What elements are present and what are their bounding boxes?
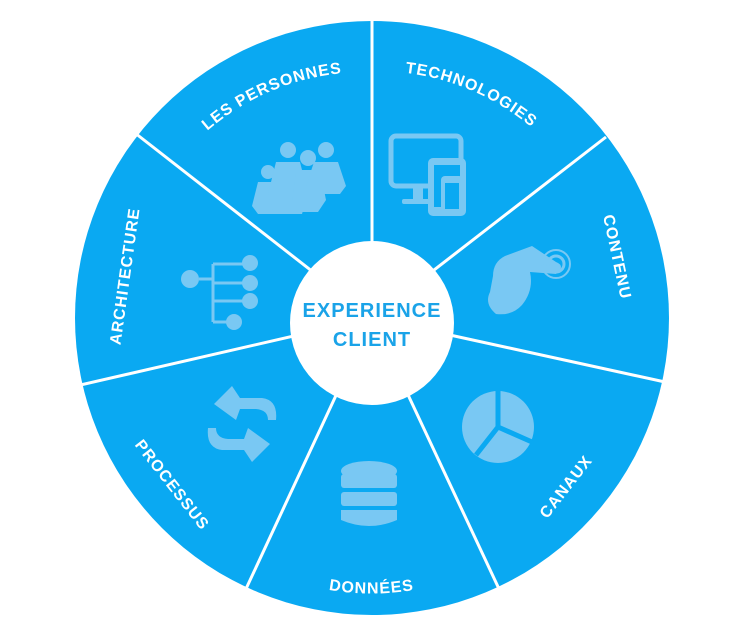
people-group-icon xyxy=(252,142,346,214)
hierarchy-icon xyxy=(181,255,258,330)
devices-icon xyxy=(388,133,466,216)
pie-chart-icon xyxy=(462,388,534,463)
center-circle xyxy=(290,241,454,405)
touch-hand-icon xyxy=(488,246,571,315)
refresh-arrows-icon xyxy=(207,386,277,462)
segment-dividers xyxy=(75,21,666,592)
center-title-line2: CLIENT xyxy=(333,329,411,351)
database-icon xyxy=(341,461,397,526)
center-title-line1: EXPERIENCE xyxy=(303,300,442,322)
segment-label-donnees: DONNÉES xyxy=(328,577,415,598)
